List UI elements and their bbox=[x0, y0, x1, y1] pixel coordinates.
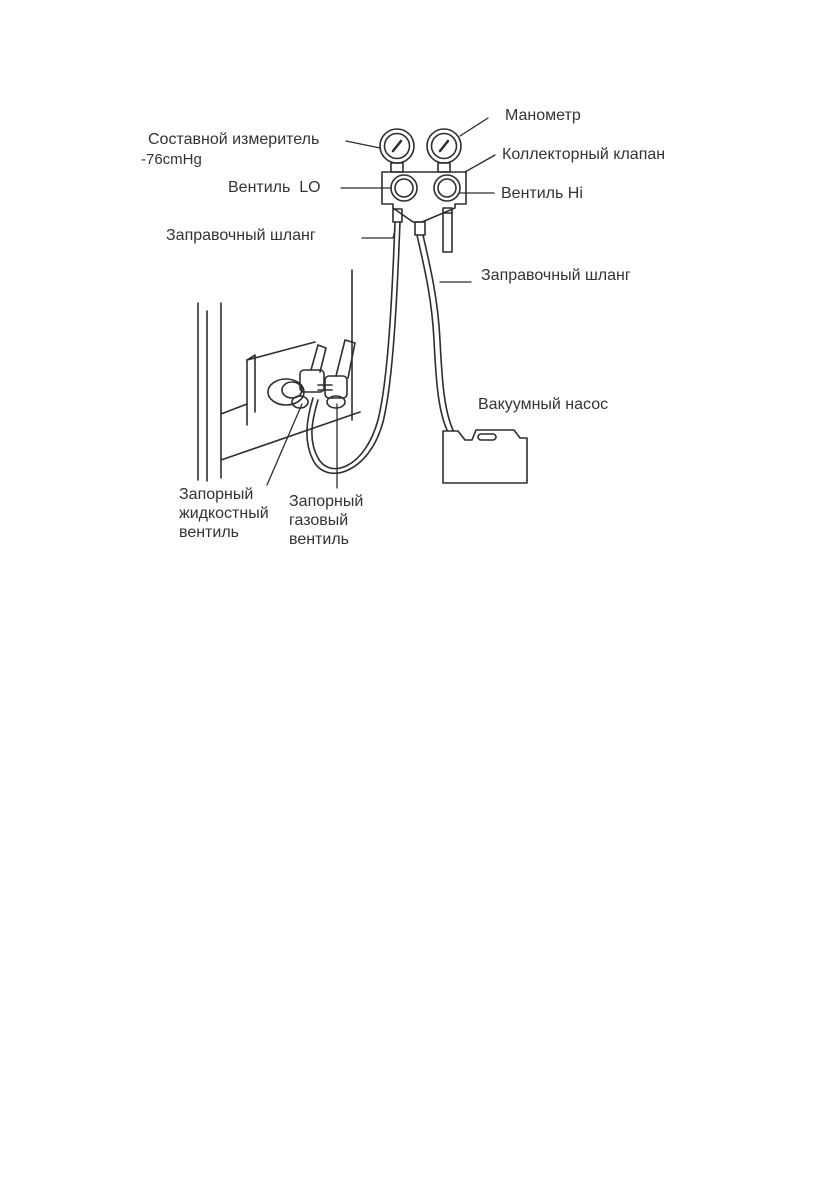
label-vacuum-pump: Вакуумный насос bbox=[478, 396, 609, 413]
label-liquid-valve: Запорный жидкостный вентиль bbox=[179, 486, 269, 541]
label-compound-gauge-value: -76cmHg bbox=[141, 151, 202, 168]
label-gas-valve: Запорный газовый вентиль bbox=[289, 493, 364, 548]
service-valves-icon bbox=[267, 339, 356, 409]
label-valve-hi: Вентиль Hi bbox=[501, 185, 583, 202]
vacuum-evacuation-diagram: Составной измеритель -76cmHg Манометр Ко… bbox=[141, 107, 666, 548]
label-manometer: Манометр bbox=[505, 107, 581, 124]
manometer-gauge-icon bbox=[426, 128, 462, 173]
left-charging-hose-icon bbox=[306, 221, 401, 475]
label-charging-hose-right: Заправочный шланг bbox=[481, 267, 631, 284]
right-port-icon bbox=[442, 207, 453, 253]
compound-gauge-icon bbox=[379, 128, 415, 173]
vacuum-pump-icon bbox=[442, 429, 528, 484]
manifold-block-icon bbox=[381, 171, 467, 223]
right-charging-hose-icon bbox=[416, 234, 454, 431]
label-compound-gauge: Составной измеритель bbox=[148, 131, 320, 148]
label-manifold-valve: Коллекторный клапан bbox=[502, 146, 666, 163]
diagram-line-art bbox=[197, 117, 528, 489]
leader-lines bbox=[266, 117, 496, 489]
label-valve-lo: Вентиль LO bbox=[228, 179, 321, 196]
label-charging-hose-left: Заправочный шланг bbox=[166, 227, 316, 244]
center-fitting-icon bbox=[414, 221, 426, 236]
left-fitting-icon bbox=[392, 208, 403, 223]
